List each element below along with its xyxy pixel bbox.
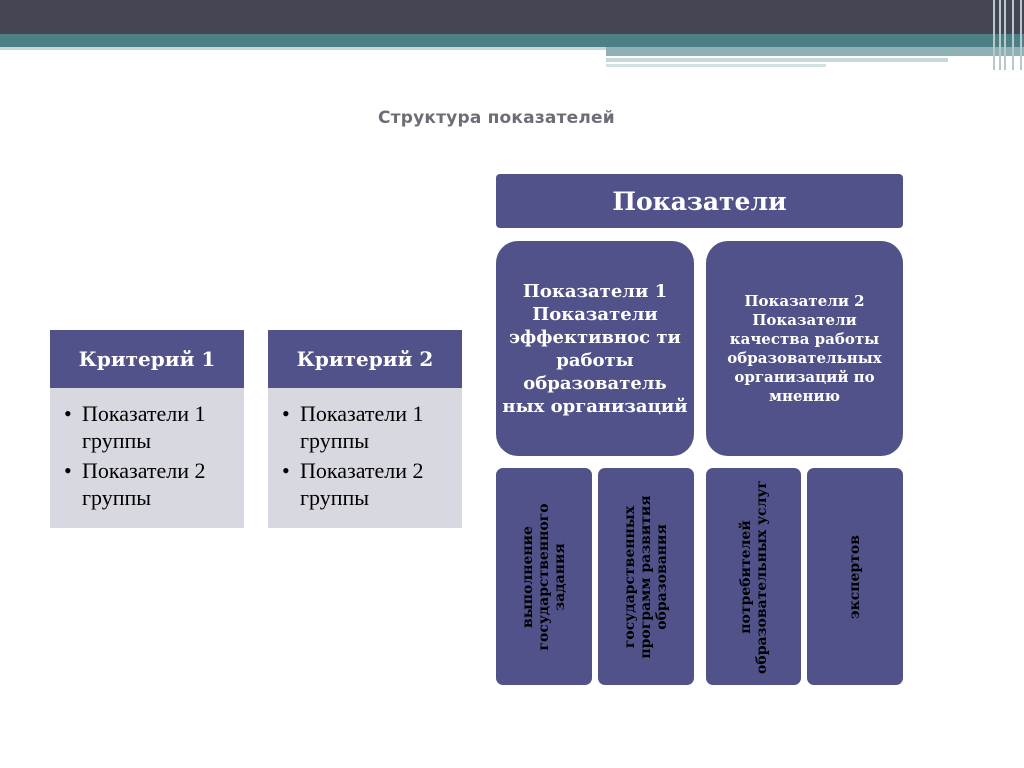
criterion-item: Показатели 1 группы [278, 400, 456, 454]
group-label: Показатели 2 Показатели качества работы … [727, 291, 882, 405]
header-stripe [606, 47, 1024, 56]
diagram-group-box-1: Показатели 1 Показатели эффективнос ти р… [496, 241, 694, 456]
diagram-leaf-box-3: потребителей образовательных услуг [706, 468, 801, 685]
header-stripe [606, 64, 826, 67]
header-stripe [0, 47, 606, 50]
criterion-body: Показатели 1 группы Показатели 2 группы [268, 388, 462, 528]
leaf-label: государственных программ развития образо… [622, 494, 670, 659]
diagram-leaf-box-1: выполнение государственного задания [496, 468, 592, 685]
header-band-dark [0, 0, 1024, 34]
criterion-item: Показатели 1 группы [60, 400, 238, 454]
criterion-title: Критерий 1 [50, 330, 244, 388]
diagram-group-box-2: Показатели 2 Показатели качества работы … [706, 241, 903, 456]
criterion-list: Показатели 1 группы Показатели 2 группы [278, 400, 456, 511]
diagram-leaf-box-2: государственных программ развития образо… [598, 468, 694, 685]
criterion-list: Показатели 1 группы Показатели 2 группы [60, 400, 238, 511]
group-label: Показатели 1 Показатели эффективнос ти р… [502, 280, 688, 417]
criterion-body: Показатели 1 группы Показатели 2 группы [50, 388, 244, 528]
header-band-teal [0, 34, 1024, 47]
criterion-card-1: Критерий 1 Показатели 1 группы Показател… [50, 330, 244, 528]
leaf-label: потребителей образовательных услуг [737, 479, 770, 674]
leaf-label: выполнение государственного задания [520, 502, 568, 651]
leaf-label: экспертов [847, 534, 863, 619]
criterion-title: Критерий 2 [268, 330, 462, 388]
criterion-item: Показатели 2 группы [278, 457, 456, 511]
slide-title: Структура показателей [378, 108, 615, 128]
diagram-leaf-box-4: экспертов [807, 468, 903, 685]
header-stripe [606, 58, 948, 62]
criterion-card-2: Критерий 2 Показатели 1 группы Показател… [268, 330, 462, 528]
diagram-root-box: Показатели [496, 174, 903, 228]
header-vertical-lines [990, 0, 1024, 70]
criterion-item: Показатели 2 группы [60, 457, 238, 511]
